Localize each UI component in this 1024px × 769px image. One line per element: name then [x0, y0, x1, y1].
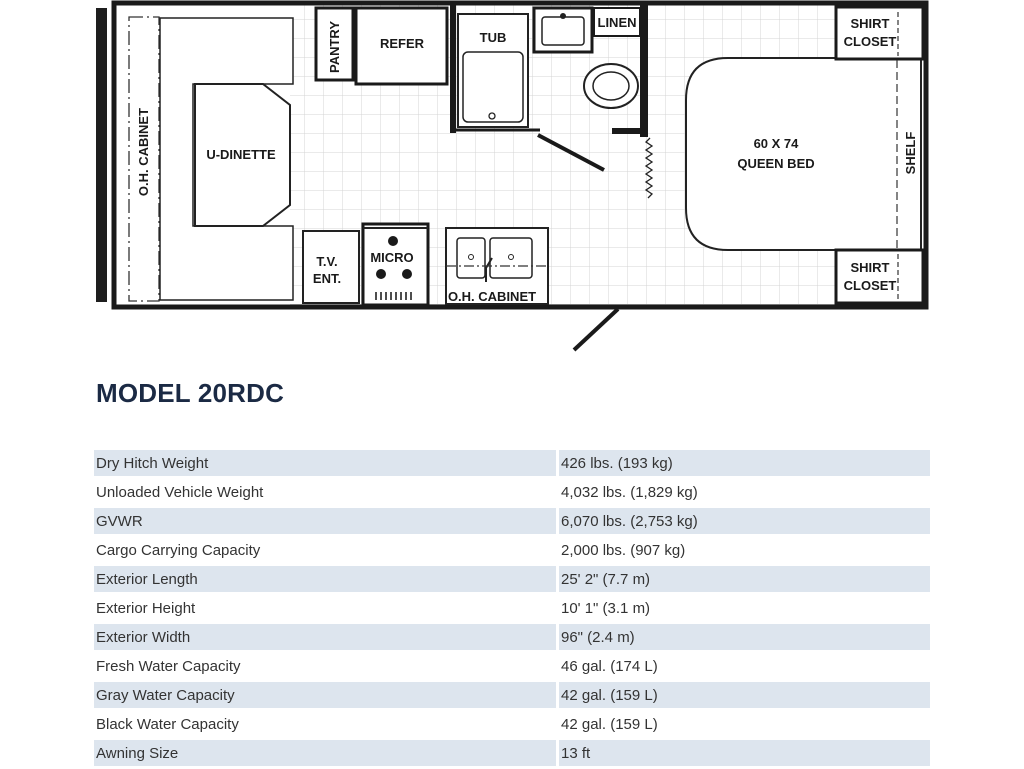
linen-label: LINEN [598, 15, 637, 30]
spec-label: Black Water Capacity [94, 711, 559, 737]
tv-label-2: ENT. [313, 271, 341, 286]
outer-wall [111, 0, 929, 310]
u-dinette-seat [159, 17, 294, 301]
shirt-closet-bottom-label-2: CLOSET [844, 278, 897, 293]
slide-out-bar [96, 8, 107, 302]
floorplan-diagram: PANTRY REFER TUB LINEN SHIRT CLOSET O.H.… [96, 0, 929, 352]
spec-label: Unloaded Vehicle Weight [94, 479, 559, 505]
bed-name-label: QUEEN BED [737, 156, 814, 171]
spec-label: GVWR [94, 508, 559, 534]
shirt-closet-top-label-1: SHIRT [851, 16, 890, 31]
kitchen-drain-1 [468, 254, 474, 260]
micro-label: MICRO [370, 250, 413, 265]
spec-label: Exterior Width [94, 624, 559, 650]
tub-basin [462, 51, 524, 123]
bath-wall-left [450, 5, 456, 133]
spec-value: 42 gal. (159 L) [559, 682, 930, 708]
spec-label: Exterior Length [94, 566, 559, 592]
tub-label: TUB [480, 30, 507, 45]
toilet-seat [592, 71, 630, 101]
kitchen-drain-2 [508, 254, 514, 260]
u-dinette-label: U-DINETTE [206, 147, 276, 162]
spec-label: Cargo Carrying Capacity [94, 537, 559, 563]
bath-sink-basin [541, 16, 585, 46]
spec-value: 42 gal. (159 L) [561, 715, 658, 733]
oh-cabinet-left-outline [128, 16, 160, 302]
bath-door [537, 133, 605, 172]
shirt-closet-top-label-2: CLOSET [844, 34, 897, 49]
burner-3 [402, 269, 412, 279]
spec-value: 10' 1" (3.1 m) [561, 599, 651, 617]
burner-2 [376, 269, 386, 279]
spec-label: Exterior Height [94, 595, 559, 621]
bath-sink-faucet [560, 13, 566, 19]
refrigerator [354, 6, 449, 86]
bath-wall-bottom [612, 128, 646, 134]
shelf-label: SHELF [903, 132, 918, 175]
spec-label: Gray Water Capacity [94, 682, 559, 708]
shirt-closet-top [834, 5, 925, 61]
kitchen-sink-left [456, 237, 486, 279]
entry-door [572, 307, 620, 352]
kitchen-faucet [485, 257, 493, 282]
kitchen-sink-right [489, 237, 533, 279]
bedroom-curtain [644, 137, 654, 199]
spec-value: 96" (2.4 m) [559, 624, 930, 650]
spec-value: 6,070 lbs. (2,753 kg) [559, 508, 930, 534]
linen-closet [593, 7, 641, 37]
spec-value: 4,032 lbs. (1,829 kg) [561, 483, 698, 501]
oh-cabinet-left-label: O.H. CABINET [136, 108, 151, 196]
spec-value: 13 ft [559, 740, 930, 766]
spec-label: Awning Size [94, 740, 559, 766]
tv-label-1: T.V. [316, 254, 337, 269]
spec-value: 2,000 lbs. (907 kg) [561, 541, 686, 559]
pantry [314, 6, 355, 82]
burner-1 [388, 236, 398, 246]
u-dinette-table [194, 83, 291, 227]
pantry-label: PANTRY [327, 21, 342, 73]
tub-drain [488, 112, 496, 120]
refer-label: REFER [380, 36, 425, 51]
spec-value: 46 gal. (174 L) [561, 657, 658, 675]
bed-size-label: 60 X 74 [754, 136, 800, 151]
tv-entertainment [302, 230, 360, 304]
model-title: MODEL 20RDC [96, 378, 285, 408]
oh-cabinet-bottom-label: O.H. CABINET [448, 289, 536, 304]
bath-wall-right [640, 5, 648, 137]
stove-vent [375, 292, 412, 300]
spec-value: 426 lbs. (193 kg) [559, 450, 930, 476]
shirt-closet-bottom-label-1: SHIRT [851, 260, 890, 275]
spec-value: 25' 2" (7.7 m) [559, 566, 930, 592]
spec-label: Dry Hitch Weight [94, 450, 559, 476]
spec-label: Fresh Water Capacity [94, 653, 559, 679]
queen-bed [685, 57, 922, 251]
shirt-closet-bottom [834, 248, 925, 305]
